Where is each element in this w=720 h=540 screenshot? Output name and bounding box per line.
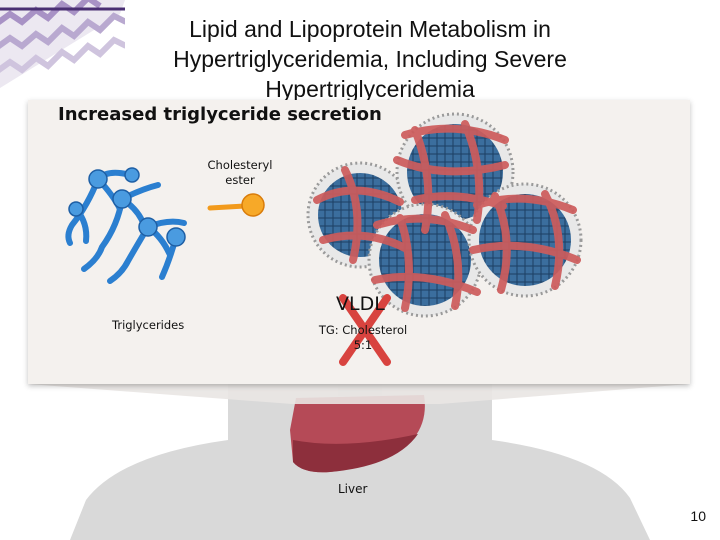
cholesteryl-label-line-2: ester	[225, 173, 255, 187]
ratio-label-line-1: TG: Cholesterol	[318, 323, 408, 337]
vldl-label: VLDL	[336, 293, 385, 315]
title-line-2: Hypertriglyceridemia, Including Severe	[173, 46, 567, 72]
tg-cholesterol-ratio-label: TG: Cholesterol 5:1	[308, 323, 418, 353]
page-number: 10	[690, 508, 706, 524]
triglycerides-label: Triglycerides	[112, 318, 185, 332]
decorative-ribbon	[0, 0, 125, 88]
cross-mark	[339, 294, 391, 366]
panel-heading: Increased triglyceride secretion	[58, 104, 382, 125]
title-line-3: Hypertriglyceridemia	[265, 76, 475, 102]
liver-label: Liver	[338, 482, 368, 496]
slide-title: Lipid and Lipoprotein Metabolism in Hype…	[120, 14, 620, 104]
title-line-1: Lipid and Lipoprotein Metabolism in	[189, 16, 551, 42]
cholesteryl-ester-label: Cholesteryl ester	[200, 158, 280, 188]
cholesteryl-ester-molecule	[207, 193, 265, 217]
triglyceride-molecules	[65, 167, 187, 284]
ratio-label-line-2: 5:1	[353, 338, 373, 352]
vldl-particles	[306, 112, 583, 318]
cholesteryl-label-line-1: Cholesteryl	[207, 158, 273, 172]
